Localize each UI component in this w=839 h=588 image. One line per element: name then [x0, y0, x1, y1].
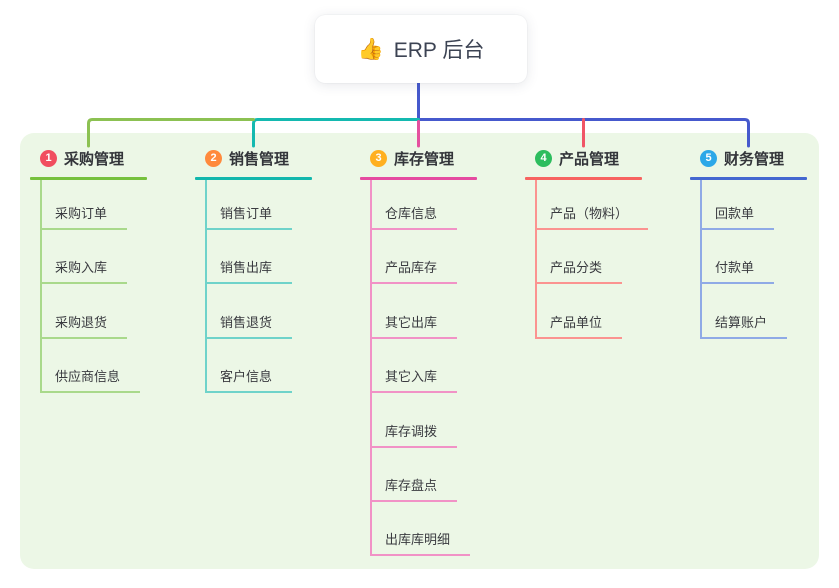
- node-item[interactable]: 库存盘点: [370, 448, 458, 502]
- badge-2-icon: 2: [205, 150, 222, 167]
- branch-finance-header[interactable]: 5 财务管理: [690, 148, 807, 169]
- badge-5-icon: 5: [700, 150, 717, 167]
- branch-underline: [360, 177, 477, 180]
- branches-panel: [20, 133, 819, 569]
- thumbs-up-icon: 👍: [357, 37, 384, 61]
- node-item[interactable]: 产品单位: [535, 284, 623, 339]
- node-item[interactable]: 付款单: [700, 230, 775, 285]
- branch-sales: 2 销售管理 销售订单 销售出库 销售退货 客户信息: [195, 148, 312, 394]
- node-item[interactable]: 结算账户: [700, 284, 788, 339]
- branch-inventory: 3 库存管理 仓库信息 产品库存 其它出库 其它入库 库存调拨 库存盘点 出库库…: [360, 148, 477, 557]
- node-item[interactable]: 出库库明细: [370, 502, 471, 557]
- node-item[interactable]: 回款单: [700, 180, 775, 230]
- node-item[interactable]: 其它入库: [370, 339, 458, 394]
- node-item[interactable]: 采购订单: [40, 180, 128, 230]
- branch-title: 销售管理: [229, 151, 290, 168]
- badge-3-icon: 3: [370, 150, 387, 167]
- node-item[interactable]: 其它出库: [370, 284, 458, 339]
- node-item[interactable]: 产品库存: [370, 230, 458, 285]
- branch-title: 库存管理: [394, 151, 455, 168]
- root-node[interactable]: 👍 ERP 后台: [315, 15, 527, 83]
- badge-4-icon: 4: [535, 150, 552, 167]
- branch-connector-line: [40, 180, 42, 393]
- branch-finance: 5 财务管理 回款单 付款单 结算账户: [690, 148, 807, 339]
- branch-title: 产品管理: [559, 151, 620, 168]
- branch-underline: [690, 177, 807, 180]
- branch-connector-line: [700, 180, 702, 339]
- node-item[interactable]: 仓库信息: [370, 180, 458, 230]
- branch-inventory-header[interactable]: 3 库存管理: [360, 148, 477, 169]
- node-item[interactable]: 销售订单: [205, 180, 293, 230]
- node-item[interactable]: 产品分类: [535, 230, 623, 285]
- node-item[interactable]: 采购入库: [40, 230, 128, 285]
- node-item[interactable]: 库存调拨: [370, 393, 458, 448]
- node-item[interactable]: 客户信息: [205, 339, 293, 394]
- branch-connector-line: [535, 180, 537, 339]
- branch-underline: [30, 177, 147, 180]
- branch-purchase: 1 采购管理 采购订单 采购入库 采购退货 供应商信息: [30, 148, 147, 394]
- node-item[interactable]: 采购退货: [40, 284, 128, 339]
- node-item[interactable]: 产品（物料）: [535, 180, 649, 230]
- branch-connector-line: [370, 180, 372, 556]
- branch-product: 4 产品管理 产品（物料） 产品分类 产品单位: [525, 148, 649, 339]
- branch-underline: [195, 177, 312, 180]
- branch-title: 采购管理: [64, 151, 125, 168]
- branch-underline: [525, 177, 642, 180]
- branch-title: 财务管理: [724, 151, 785, 168]
- root-node-label: ERP 后台: [393, 39, 485, 62]
- branch-purchase-header[interactable]: 1 采购管理: [30, 148, 147, 169]
- badge-1-icon: 1: [40, 150, 57, 167]
- node-item[interactable]: 销售出库: [205, 230, 293, 285]
- branch-product-header[interactable]: 4 产品管理: [525, 148, 642, 169]
- branch-connector-line: [205, 180, 207, 393]
- node-item[interactable]: 销售退货: [205, 284, 293, 339]
- branch-sales-header[interactable]: 2 销售管理: [195, 148, 312, 169]
- node-item[interactable]: 供应商信息: [40, 339, 141, 394]
